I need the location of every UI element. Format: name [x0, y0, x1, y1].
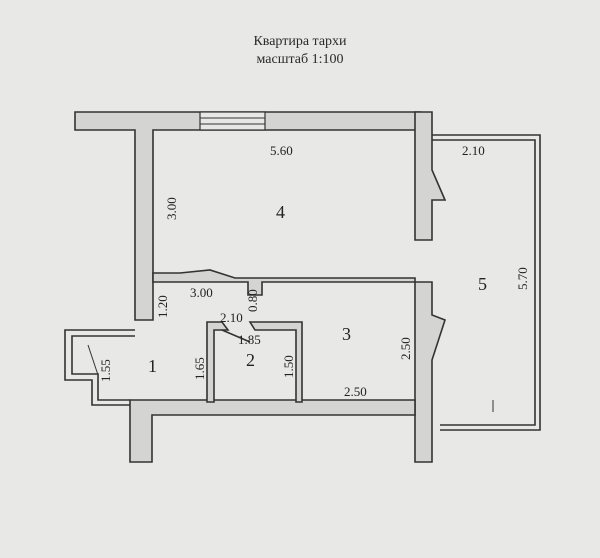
plan-title: Квартира тархи: [253, 34, 347, 49]
wall-bottom: [129, 399, 416, 463]
dim-room5-height: 5.70: [515, 267, 530, 290]
dim-room2-right: 1.50: [281, 355, 296, 378]
dim-room4-height: 3.00: [164, 197, 179, 220]
room1-nook: [64, 329, 135, 406]
room-5-label: 5: [478, 274, 487, 294]
dim-corridor-left: 1.20: [155, 295, 170, 318]
room2-walls: [206, 321, 230, 403]
room-3-label: 3: [342, 324, 351, 344]
wall-right: [414, 111, 447, 241]
room-1-label: 1: [148, 356, 157, 376]
room-2-label: 2: [246, 350, 255, 370]
dim-corridor-width: 3.00: [190, 285, 213, 300]
dim-room4-width: 5.60: [270, 143, 293, 158]
dim-room3-bottom: 2.50: [344, 384, 367, 399]
balcony-outline: [432, 134, 541, 431]
dim-room1-nook: 1.55: [98, 359, 113, 382]
window-top: [199, 111, 266, 131]
dim-room3-right: 2.50: [398, 337, 413, 360]
dim-room2-top: 2.10: [220, 310, 243, 325]
dim-room2-left: 1.65: [192, 357, 207, 380]
dim-room2-diag: 1.85: [238, 332, 261, 347]
wall-partition: [152, 269, 416, 296]
room-4-label: 4: [276, 202, 285, 222]
plan-scale: масштаб 1:100: [256, 52, 344, 67]
dim-door: 0.80: [245, 289, 260, 312]
dim-room5-width: 2.10: [462, 143, 485, 158]
